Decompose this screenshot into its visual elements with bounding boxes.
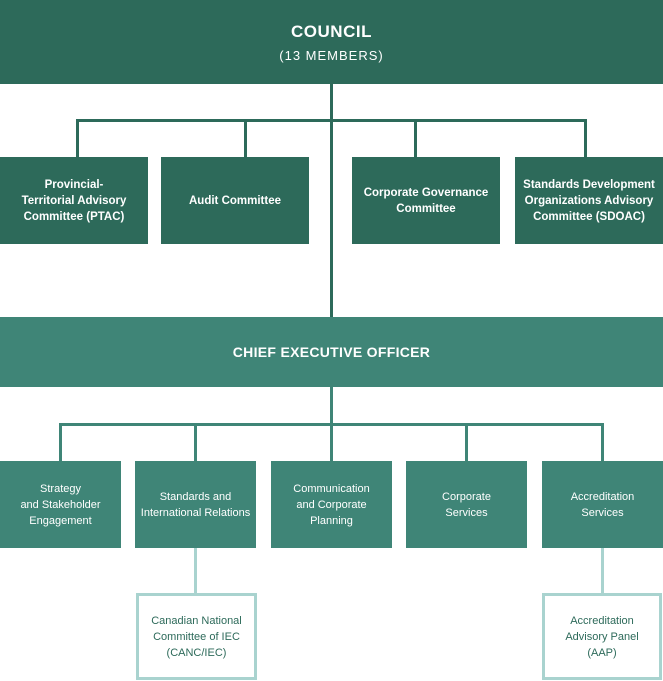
committee-label-line: Audit Committee bbox=[189, 194, 281, 207]
division-box-standards: Standards and International Relations bbox=[135, 461, 256, 548]
committees-horizontal-connector bbox=[76, 119, 587, 122]
division-label-line: Services bbox=[581, 506, 624, 519]
sub-unit-label-line: (AAP) bbox=[587, 646, 617, 659]
division-label-line: and Corporate bbox=[296, 498, 367, 511]
division-box-corporate-services: Corporate Services bbox=[406, 461, 527, 548]
canc-iec-connector bbox=[194, 548, 197, 593]
sub-unit-label-line: Canadian National bbox=[151, 614, 242, 627]
sub-unit-label-line: (CANC/IEC) bbox=[166, 646, 227, 659]
division-label-line: Services bbox=[445, 506, 488, 519]
division-box-communication: Communication and Corporate Planning bbox=[271, 461, 392, 548]
committee-box-corporate-governance: Corporate Governance Committee bbox=[352, 157, 500, 244]
division-box-strategy: Strategy and Stakeholder Engagement bbox=[0, 461, 121, 548]
committee-label-line: Committee bbox=[396, 202, 456, 215]
committee-label-line: Territorial Advisory bbox=[21, 194, 127, 207]
committee-label-line: Committee (PTAC) bbox=[23, 210, 125, 223]
council-subtitle: (13 MEMBERS) bbox=[279, 47, 384, 63]
council-to-ceo-connector bbox=[330, 84, 333, 317]
division-label-line: Engagement bbox=[29, 514, 92, 527]
committee-label-line: Organizations Advisory bbox=[524, 194, 654, 207]
division-label-line: Communication bbox=[293, 482, 370, 495]
sub-unit-label-line: Advisory Panel bbox=[565, 630, 639, 643]
ceo-to-divisions-connector bbox=[330, 387, 333, 425]
division-box-accreditation: Accreditation Services bbox=[542, 461, 663, 548]
division-label-line: International Relations bbox=[140, 506, 251, 519]
committee-box-sdoac: Standards Development Organizations Advi… bbox=[515, 157, 663, 244]
aap-connector bbox=[601, 548, 604, 593]
audit-connector bbox=[244, 119, 247, 157]
sub-unit-box-aap: Accreditation Advisory Panel (AAP) bbox=[542, 593, 662, 680]
committee-label-line: Committee (SDOAC) bbox=[533, 210, 645, 223]
committee-box-ptac: Provincial- Territorial Advisory Committ… bbox=[0, 157, 148, 244]
council-title: COUNCIL bbox=[291, 21, 372, 41]
communication-connector bbox=[330, 423, 333, 461]
division-label-line: Standards and bbox=[159, 490, 232, 503]
ceo-box: CHIEF EXECUTIVE OFFICER bbox=[0, 317, 663, 387]
division-label-line: Strategy bbox=[40, 482, 81, 495]
sub-unit-label-line: Committee of IEC bbox=[153, 630, 240, 643]
sub-unit-box-canc-iec: Canadian National Committee of IEC (CANC… bbox=[136, 593, 257, 680]
committee-label-line: Standards Development bbox=[523, 178, 655, 191]
committee-box-audit: Audit Committee bbox=[161, 157, 309, 244]
ceo-title: CHIEF EXECUTIVE OFFICER bbox=[232, 344, 431, 360]
committee-label-line: Corporate Governance bbox=[363, 186, 489, 199]
corporate-governance-connector bbox=[414, 119, 417, 157]
division-label-line: Accreditation bbox=[570, 490, 635, 503]
committee-label-line: Provincial- bbox=[44, 178, 104, 191]
division-label-line: Corporate bbox=[442, 490, 491, 503]
accreditation-connector bbox=[601, 423, 604, 461]
division-label-line: and Stakeholder bbox=[20, 498, 101, 511]
strategy-connector bbox=[59, 423, 62, 461]
sub-unit-label-line: Accreditation bbox=[570, 614, 634, 627]
standards-connector bbox=[194, 423, 197, 461]
corporate-services-connector bbox=[465, 423, 468, 461]
sdoac-connector bbox=[584, 119, 587, 157]
ptac-connector bbox=[76, 119, 79, 157]
council-box: COUNCIL (13 MEMBERS) bbox=[0, 0, 663, 84]
division-label-line: Planning bbox=[310, 514, 353, 527]
